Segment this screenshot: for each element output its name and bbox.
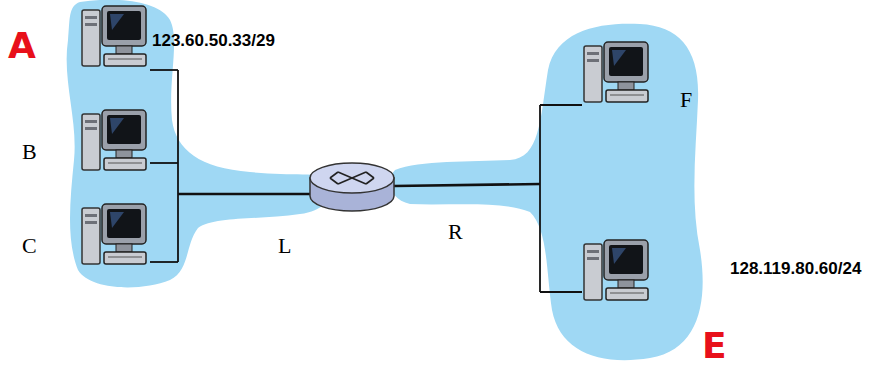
host-letter: A [8, 26, 36, 66]
host-letter: B [22, 140, 37, 164]
interface-label: L [278, 234, 291, 258]
host-letter: F [680, 88, 692, 112]
host-icon [584, 42, 648, 102]
host-icon [82, 110, 146, 170]
host-letter: E [702, 326, 727, 366]
router-symbol [310, 163, 394, 211]
ip-address: 128.119.80.60/24 [730, 260, 861, 279]
host-icon [82, 6, 146, 66]
host-letter: C [22, 234, 37, 258]
wires [150, 70, 582, 292]
ip-address: 123.60.50.33/29 [152, 32, 275, 51]
right-subnet-region [390, 24, 703, 360]
interface-label: R [448, 220, 463, 244]
host-icon [82, 204, 146, 264]
host-icon [584, 240, 648, 300]
left-subnet-region [67, 0, 333, 287]
